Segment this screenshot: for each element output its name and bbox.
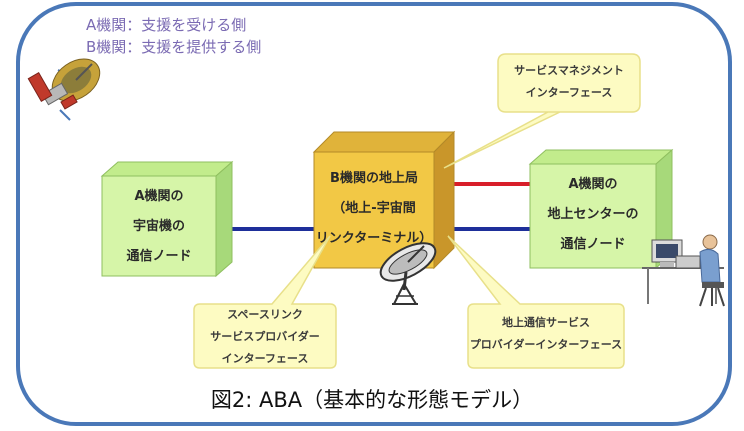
callout-space-link-label: スペースリンク サービスプロバイダー インターフェース bbox=[194, 304, 336, 370]
ground-antenna-icon bbox=[379, 242, 437, 305]
callout-service-mgmt-line-1: サービスマネジメント bbox=[514, 64, 624, 77]
node-b-ground-line-1: B機関の地上局 bbox=[330, 171, 418, 186]
node-b-ground-label: B機関の地上局 （地上-宇宙間 リンクターミナル） bbox=[314, 164, 434, 254]
callout-service-mgmt-label: サービスマネジメント インターフェース bbox=[498, 60, 640, 104]
callout-ground-comm-label: 地上通信サービス プロバイダーインターフェース bbox=[468, 312, 624, 356]
callout-space-link-line-3: インターフェース bbox=[221, 352, 309, 365]
legend-line-a: A機関：支援を受ける側 bbox=[86, 16, 247, 34]
node-b-ground-line-2: （地上-宇宙間 bbox=[332, 201, 416, 216]
node-a-ground-label: A機関の 地上センターの 通信ノード bbox=[530, 170, 656, 260]
node-a-space-label: A機関の 宇宙機の 通信ノード bbox=[102, 182, 216, 272]
legend-line-b: B機関：支援を提供する側 bbox=[86, 38, 262, 56]
node-a-space-line-2: 宇宙機の bbox=[132, 219, 185, 234]
operator-workstation-icon bbox=[642, 234, 725, 307]
node-a-space-line-3: 通信ノード bbox=[126, 249, 192, 264]
callout-service-mgmt bbox=[443, 53, 641, 169]
callout-space-link-line-1: スペースリンク bbox=[227, 308, 303, 321]
node-a-ground-line-2: 地上センターの bbox=[547, 207, 639, 222]
callout-space-link bbox=[193, 235, 337, 369]
node-a-ground-line-3: 通信ノード bbox=[560, 237, 626, 252]
callout-service-mgmt-line-2: インターフェース bbox=[525, 86, 613, 99]
node-a-space-line-1: A機関の bbox=[134, 189, 184, 204]
callout-ground-comm bbox=[447, 235, 625, 369]
node-a-space bbox=[100, 160, 234, 278]
satellite-icon bbox=[27, 58, 101, 121]
figure-caption: 図2: ABA（基本的な形態モデル） bbox=[210, 388, 534, 412]
callout-ground-comm-line-1: 地上通信サービス bbox=[502, 316, 590, 329]
callout-space-link-line-2: サービスプロバイダー bbox=[210, 330, 320, 343]
callout-ground-comm-line-2: プロバイダーインターフェース bbox=[469, 338, 623, 351]
node-a-ground bbox=[528, 148, 674, 270]
node-a-ground-line-1: A機関の bbox=[568, 177, 618, 192]
node-b-ground-line-3: リンクターミナル） bbox=[315, 231, 433, 246]
